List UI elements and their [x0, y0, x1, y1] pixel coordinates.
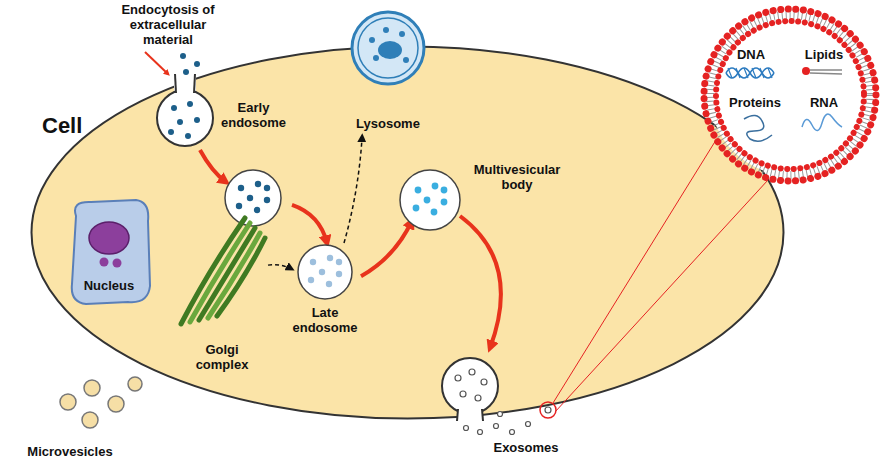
early-endosome: Early endosome [215, 100, 292, 228]
node-label: DNA [724, 47, 778, 62]
exosome-zoom: DNA LipidsProteins RNA [702, 7, 878, 183]
multivesicular-body: Multivesicular body [398, 160, 570, 232]
process-label: Endocytosis of extracellular material [112, 2, 224, 47]
node-label: Proteins [722, 95, 788, 110]
golgi-complex: Golgi complex [175, 212, 268, 378]
cell-membrane: CellNucleus Early endosomeLysosomeGolgi c… [30, 45, 785, 420]
late-endosome: Late endosome [293, 243, 361, 338]
vesicle-label: Exosomes [486, 440, 566, 455]
lysosome: Lysosome [345, 6, 431, 135]
node-label: Late endosome [289, 305, 361, 335]
node-label: Multivesicular body [466, 162, 568, 192]
node-label: Nucleus [66, 278, 152, 293]
node-label: Golgi complex [187, 342, 257, 372]
transport-arrow [361, 221, 412, 276]
exosome-zoom-outline [702, 7, 878, 183]
vesicle-label: Microvesicles [20, 444, 120, 459]
dashed-arrow [268, 265, 293, 270]
node-label: Early endosome [215, 100, 292, 130]
lysosome-outline [345, 6, 431, 135]
node-label: Lysosome [345, 116, 431, 131]
cell-title: Cell [42, 113, 102, 139]
node-label: Lipids [796, 47, 852, 62]
node-label: RNA [796, 95, 852, 110]
transport-arrow [292, 205, 327, 243]
dashed-arrow [344, 135, 362, 243]
nucleus-shape: Nucleus [66, 196, 152, 308]
